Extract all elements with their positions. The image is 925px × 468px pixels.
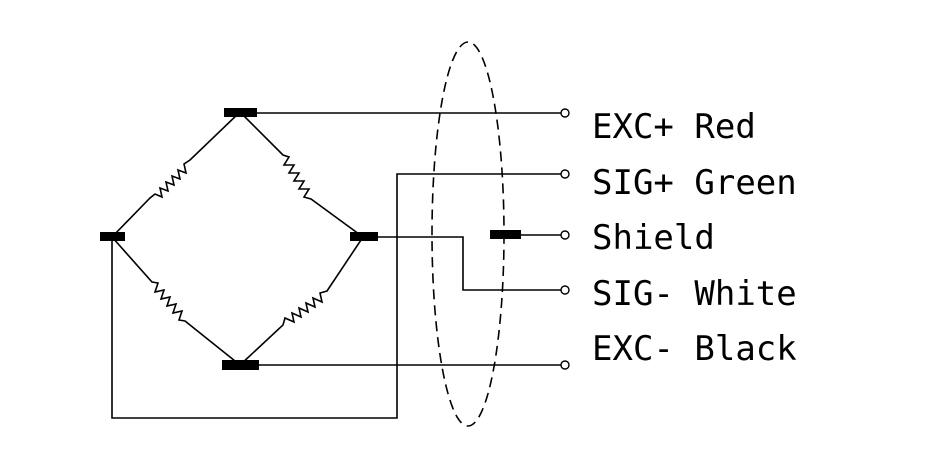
node-right (350, 232, 378, 241)
terminal-shield (560, 230, 570, 240)
label-exc-plus: EXC+ Red (592, 107, 756, 147)
label-sig-minus: SIG- White (592, 274, 797, 314)
bridge-arm-bottom-left (111, 236, 241, 366)
label-sig-plus: SIG+ Green (592, 163, 797, 203)
wire-sig-minus (363, 236, 563, 291)
label-sig-minus-color: White (694, 274, 796, 314)
resistor-top-right (239, 111, 364, 238)
label-exc-plus-color: Red (694, 107, 755, 147)
label-sig-plus-signal: SIG+ (592, 163, 674, 203)
node-shield (490, 230, 521, 239)
bridge-arm-bottom-right (239, 236, 364, 366)
bridge-arm-top-right (239, 111, 364, 238)
terminal-sig-minus (560, 285, 570, 295)
label-exc-minus-signal: EXC- (592, 329, 674, 369)
label-exc-plus-signal: EXC+ (592, 107, 674, 147)
label-sig-plus-color: Green (694, 163, 796, 203)
label-shield: Shield (592, 218, 715, 258)
resistor-bottom-left (111, 236, 241, 366)
label-exc-minus-color: Black (694, 329, 796, 369)
resistor-top-left (111, 111, 241, 238)
terminal-exc-plus (560, 108, 570, 118)
node-top (224, 108, 257, 117)
terminal-exc-minus (560, 360, 570, 370)
terminal-sig-plus (560, 169, 570, 179)
label-sig-minus-signal: SIG- (592, 274, 674, 314)
wire-sig-plus (111, 173, 563, 419)
label-shield-signal: Shield (592, 218, 715, 258)
resistor-bottom-right (239, 236, 364, 366)
node-left (100, 232, 125, 241)
bridge-arm-top-left (111, 111, 241, 238)
label-exc-minus: EXC- Black (592, 329, 797, 369)
node-bottom (222, 360, 259, 370)
